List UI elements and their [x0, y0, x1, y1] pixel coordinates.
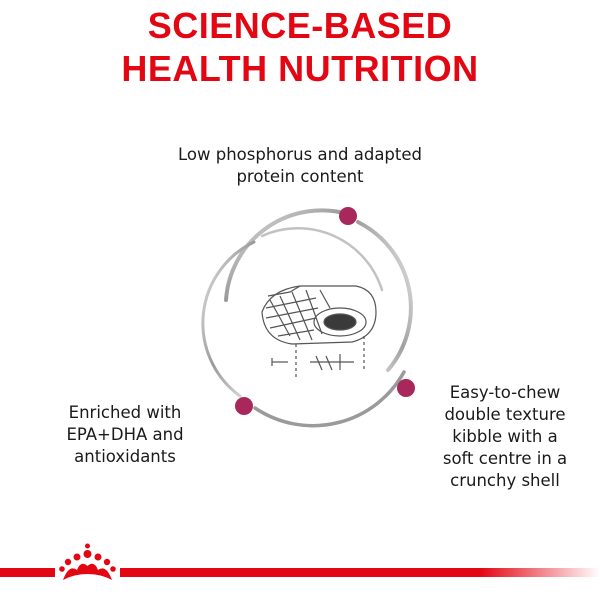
outer-ring-arc-right — [356, 220, 413, 372]
benefit-right-line-5: crunchy shell — [450, 471, 560, 490]
title-line-1: SCIENCE-BASED — [147, 5, 453, 46]
outer-ring-arc-top — [224, 208, 350, 302]
benefit-top-line-2: protein content — [236, 167, 364, 186]
dot-marker-icon — [339, 207, 357, 225]
benefit-left-line-1: Enriched with — [68, 403, 182, 422]
kibble-sketch-icon — [261, 285, 377, 378]
benefit-left-line-3: antioxidants — [74, 447, 176, 466]
benefit-left-line-2: EPA+DHA and — [66, 425, 184, 444]
footer-divider — [0, 568, 600, 577]
inner-ring-arc-left — [201, 240, 256, 398]
inner-ring-arc-bottom — [253, 370, 406, 428]
benefit-right-line-4: soft centre in a — [442, 449, 568, 468]
dot-marker-icon — [235, 397, 253, 415]
dot-marker-icon — [397, 379, 415, 397]
royal-crown-icon — [55, 540, 120, 590]
title-line-2: HEALTH NUTRITION — [121, 48, 479, 89]
inner-ring-arc-top-right — [260, 227, 384, 292]
benefit-right-line-2: double texture — [444, 405, 566, 424]
benefit-left-text: Enriched with EPA+DHA and antioxidants — [40, 402, 210, 468]
benefit-right-line-1: Easy-to-chew — [449, 383, 561, 402]
page-title: SCIENCE-BASED HEALTH NUTRITION — [0, 4, 600, 90]
benefit-top-text: Low phosphorus and adapted protein conte… — [150, 144, 450, 188]
benefit-right-line-3: kibble with a — [452, 427, 558, 446]
benefit-right-text: Easy-to-chew double texture kibble with … — [420, 382, 590, 492]
benefit-top-line-1: Low phosphorus and adapted — [177, 145, 423, 164]
